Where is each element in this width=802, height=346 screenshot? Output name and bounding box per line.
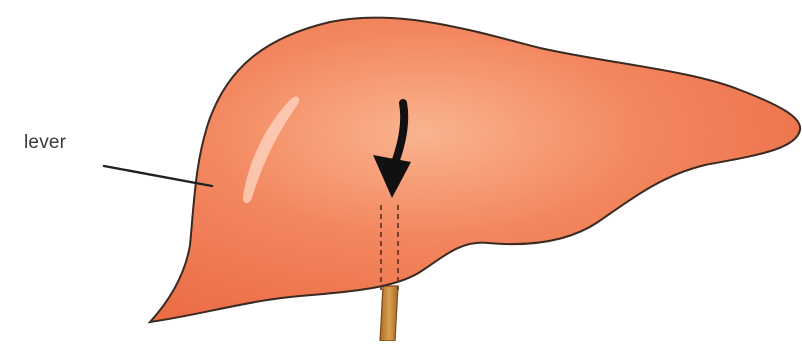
- liver-shape: [150, 18, 800, 322]
- organ-label: lever: [24, 132, 66, 154]
- bile-duct: [380, 286, 398, 341]
